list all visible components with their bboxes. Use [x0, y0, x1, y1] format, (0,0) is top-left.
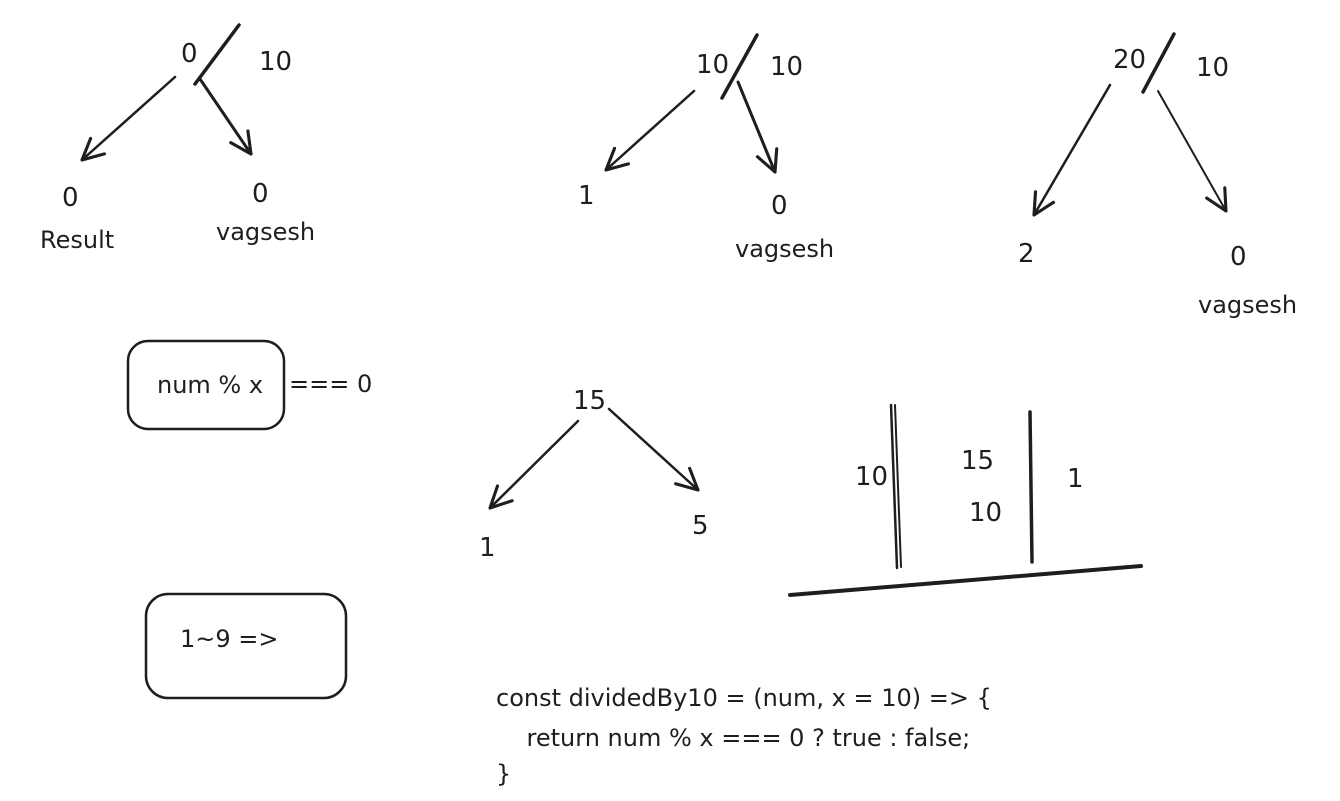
- condition-box: num % x === 0: [126, 339, 372, 431]
- tree-1-divider-slash: [193, 23, 241, 86]
- tree-2-divider-slash: [720, 33, 759, 100]
- range-box: 1~9 =>: [144, 592, 348, 700]
- tree-2-root-right: 10: [770, 52, 803, 82]
- range-box-frame: [144, 592, 348, 700]
- tree-4: 15 1 5: [479, 386, 709, 563]
- code-snippet: const dividedBy10 = (num, x = 10) => { r…: [496, 684, 992, 788]
- column-middle-top: 15: [961, 446, 994, 476]
- tree-2-left-value: 1: [578, 181, 595, 211]
- column-middle-bottom: 10: [969, 498, 1002, 528]
- column-divider-left-a: [889, 403, 899, 570]
- column-sketch: 10 15 10 1: [788, 403, 1143, 597]
- tree-1-root-left: 0: [181, 39, 198, 69]
- tree-2-right-label: vagsesh: [735, 235, 834, 263]
- condition-box-text: num % x: [157, 371, 263, 399]
- code-line-2: return num % x === 0 ? true : false;: [496, 724, 970, 752]
- tree-1-left-arrow: [80, 75, 177, 162]
- tree-1-root-right: 10: [259, 47, 292, 77]
- condition-trailing-text: === 0: [289, 370, 372, 398]
- condition-box-frame: [126, 339, 286, 431]
- tree-3: 20 10 2 0 vagsesh: [1018, 32, 1297, 319]
- tree-4-left-arrow: [488, 419, 580, 510]
- column-divider-right: [1028, 410, 1034, 564]
- tree-3-left-arrow: [1032, 83, 1112, 217]
- tree-1-right-arrow: [198, 77, 253, 156]
- tree-3-root-right: 10: [1196, 53, 1229, 83]
- tree-1-left-label: Result: [40, 226, 114, 254]
- tree-1-right-label: vagsesh: [216, 218, 315, 246]
- tree-2-right-arrow: [736, 80, 779, 174]
- tree-2-right-value: 0: [771, 191, 788, 221]
- tree-3-root-left: 20: [1113, 45, 1146, 75]
- tree-3-right-label: vagsesh: [1198, 291, 1297, 319]
- tree-4-right-value: 5: [692, 511, 709, 541]
- code-line-1: const dividedBy10 = (num, x = 10) => {: [496, 684, 992, 712]
- tree-3-divider-slash: [1141, 32, 1176, 94]
- tree-3-right-value: 0: [1230, 242, 1247, 272]
- tree-2-left-arrow: [604, 89, 696, 172]
- tree-1: 0 10 0 Result 0 vagsesh: [40, 23, 315, 254]
- range-box-text: 1~9 =>: [180, 625, 279, 653]
- column-divider-left-b: [894, 404, 902, 568]
- tree-4-right-arrow: [607, 407, 700, 492]
- tree-1-right-value: 0: [252, 179, 269, 209]
- tree-4-left-value: 1: [479, 533, 496, 563]
- tree-1-left-value: 0: [62, 183, 79, 213]
- tree-3-left-value: 2: [1018, 239, 1035, 269]
- code-line-3: }: [496, 760, 511, 788]
- tree-2-root-left: 10: [696, 50, 729, 80]
- column-baseline: [788, 564, 1143, 597]
- tree-2: 10 10 1 0 vagsesh: [578, 33, 834, 263]
- tree-4-root: 15: [573, 386, 606, 416]
- column-left-value: 10: [855, 462, 888, 492]
- column-right-value: 1: [1067, 464, 1084, 494]
- tree-3-right-arrow: [1157, 90, 1228, 213]
